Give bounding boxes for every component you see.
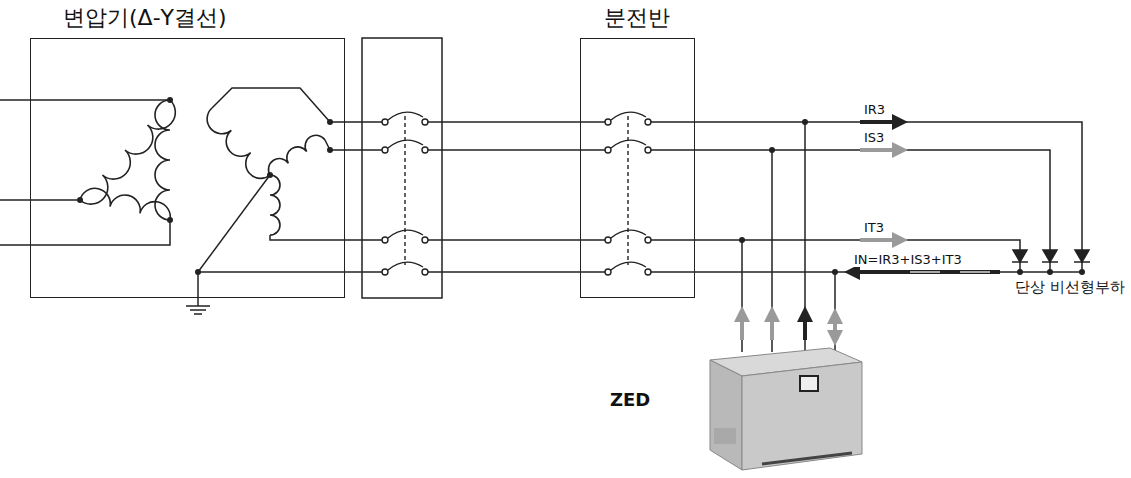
circuit-breakers (382, 112, 651, 275)
node-heading: 변압기(Δ-Y결선) (63, 5, 227, 30)
zed-device: ZED (600, 338, 880, 476)
node-heading: 분전반 (604, 5, 670, 30)
junction-dots (77, 97, 1085, 275)
current-label: IN=IR3+IS3+IT3 (852, 253, 964, 267)
wires (0, 88, 1082, 352)
current-label: IT3 (862, 221, 886, 235)
equipment-box: 변압기(Δ-Y결선) (30, 38, 345, 298)
current-arrows (742, 122, 1000, 340)
transformer-windings (80, 100, 325, 235)
current-label: IS3 (862, 131, 886, 145)
load-label: 단상 비선형부하 (1013, 279, 1127, 296)
node-heading: ZED (610, 390, 650, 411)
current-label: IR3 (862, 103, 887, 117)
equipment-box: 분전반 (580, 38, 695, 298)
breaker-box (362, 38, 442, 298)
zed-illustration (702, 338, 872, 474)
diode-symbols (1012, 250, 1090, 272)
